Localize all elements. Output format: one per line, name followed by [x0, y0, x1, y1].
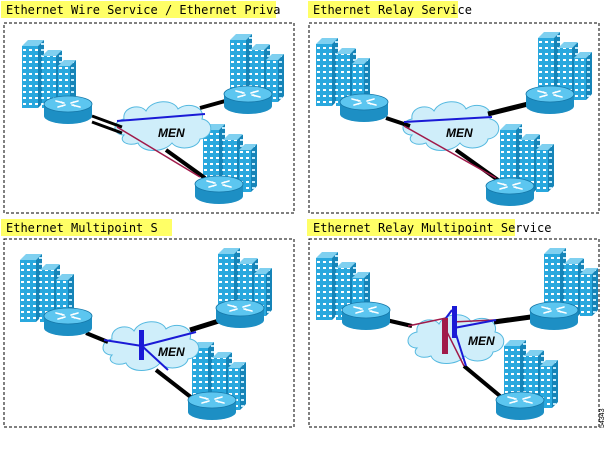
- router-icon: [485, 177, 535, 207]
- router-icon: [187, 391, 237, 421]
- panel-ethernet-relay-service: Ethernet Relay Service MEN: [308, 1, 600, 214]
- router-icon: [339, 93, 389, 123]
- router-icon: [43, 95, 93, 125]
- panel-title-highlight: [1, 219, 172, 236]
- router-icon: [495, 391, 545, 421]
- router-icon: [525, 85, 575, 115]
- panel-title: Ethernet Relay Multipoint Service: [313, 221, 551, 235]
- router-icon: [215, 299, 265, 329]
- router-icon: [194, 175, 244, 205]
- panel-title: Ethernet Wire Service / Ethernet Priva: [6, 3, 281, 17]
- panel-title: Ethernet Multipoint S: [6, 221, 158, 235]
- figure-id: 54343: [599, 408, 606, 428]
- panel-title-highlight: [1, 1, 276, 18]
- cloud-label: MEN: [158, 126, 185, 140]
- router-icon: [341, 301, 391, 331]
- panel-title: Ethernet Relay Service: [313, 3, 472, 17]
- panel-ethernet-multipoint-service: Ethernet Multipoint S MEN: [1, 219, 295, 428]
- panel-ethernet-wire-service: Ethernet Wire Service / Ethernet Priva M…: [1, 1, 295, 214]
- panel-title-highlight: [307, 219, 515, 236]
- panel-title-highlight: [308, 1, 458, 18]
- cloud-label: MEN: [446, 126, 473, 140]
- panel-ethernet-relay-multipoint-service: Ethernet Relay Multipoint Service MEN: [307, 219, 600, 428]
- cloud-label: MEN: [468, 334, 495, 348]
- cloud-label: MEN: [158, 345, 185, 359]
- bridge-icon: [139, 330, 144, 360]
- router-icon: [529, 301, 579, 331]
- router-icon: [43, 307, 93, 337]
- router-icon: [223, 85, 273, 115]
- bridge-icon: [442, 318, 448, 354]
- bridge-icon: [452, 306, 457, 338]
